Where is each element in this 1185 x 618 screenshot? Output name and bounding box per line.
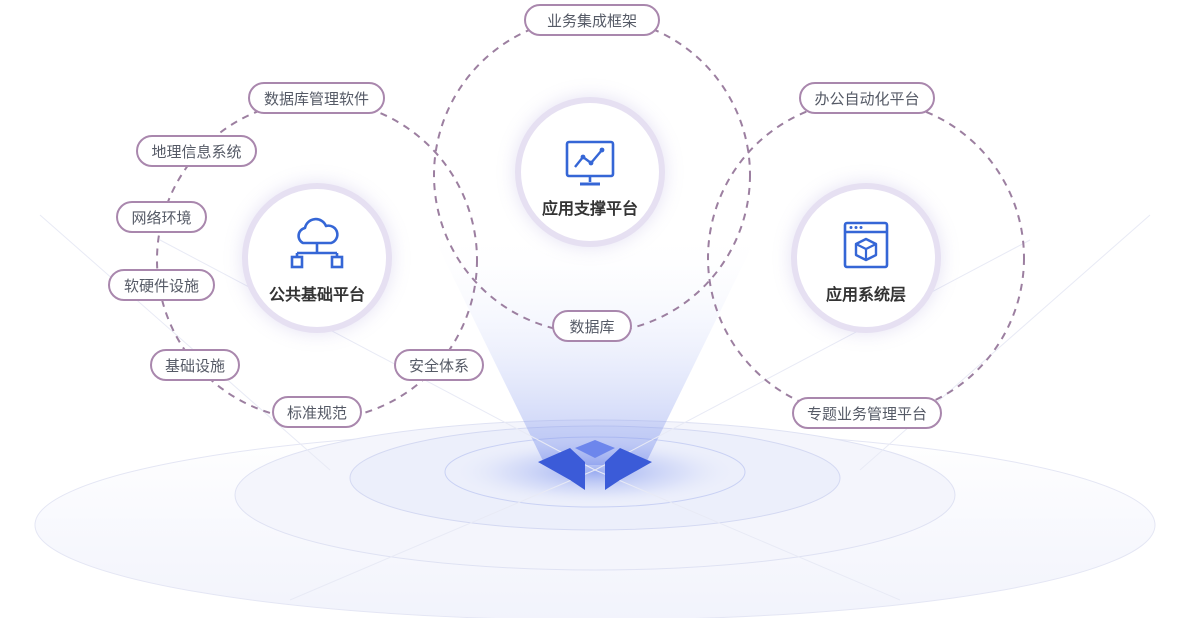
- hub-public-platform-label: 公共基础平台: [268, 285, 365, 304]
- tag-special-business[interactable]: 专题业务管理平台: [792, 397, 942, 429]
- light-beam: [430, 230, 760, 465]
- tag-infrastructure[interactable]: 基础设施: [150, 349, 240, 381]
- tag-standards[interactable]: 标准规范: [272, 396, 362, 428]
- tag-database-software[interactable]: 数据库管理软件: [248, 82, 385, 114]
- tag-gis[interactable]: 地理信息系统: [136, 135, 257, 167]
- hub-app-system-label: 应用系统层: [825, 285, 906, 304]
- monitor-chart-icon: [565, 140, 615, 186]
- hub-app-system[interactable]: 应用系统层: [791, 183, 941, 333]
- tag-business-framework[interactable]: 业务集成框架: [524, 4, 660, 36]
- cloud-network-icon: [290, 217, 344, 269]
- tag-hardware-software[interactable]: 软硬件设施: [108, 269, 215, 301]
- hub-app-support[interactable]: 应用支撑平台: [515, 97, 665, 247]
- hub-app-support-label: 应用支撑平台: [541, 199, 638, 218]
- center-logo-icon: [538, 440, 652, 490]
- tag-database[interactable]: 数据库: [552, 310, 632, 342]
- hub-public-platform[interactable]: 公共基础平台: [242, 183, 392, 333]
- box-window-icon: [843, 221, 889, 269]
- tag-security[interactable]: 安全体系: [394, 349, 484, 381]
- tag-network[interactable]: 网络环境: [116, 201, 207, 233]
- tag-office-automation[interactable]: 办公自动化平台: [799, 82, 935, 114]
